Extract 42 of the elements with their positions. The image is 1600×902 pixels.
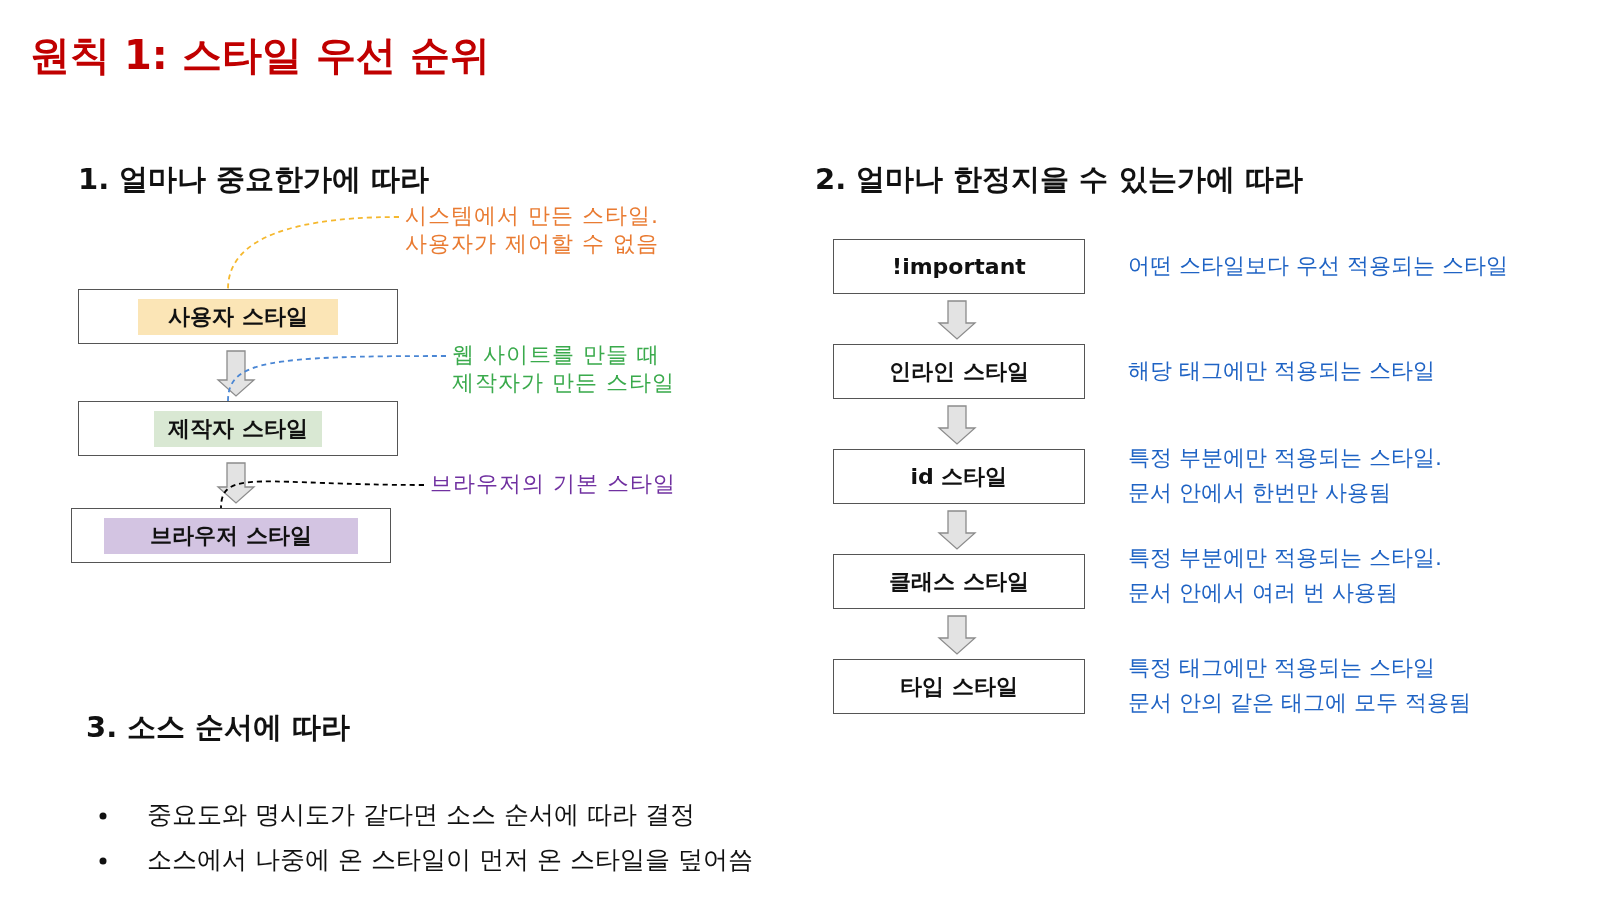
section-heading: 2. 얼마나 한정지을 수 있는가에 따라 — [815, 161, 1303, 198]
style-box — [833, 554, 1085, 609]
style-box — [833, 449, 1085, 504]
style-box — [833, 239, 1085, 294]
box-label: !important — [892, 253, 1026, 281]
description-text: 어떤 스타일보다 우선 적용되는 스타일 — [1128, 252, 1508, 280]
description-text: 특정 부분에만 적용되는 스타일. — [1128, 444, 1442, 472]
section-heading: 1. 얼마나 중요한가에 따라 — [78, 161, 430, 198]
annotation-text: 브라우저의 기본 스타일 — [430, 470, 690, 498]
annotation-text: 시스템에서 만든 스타일. 사용자가 제어할 수 없음 — [405, 202, 675, 258]
highlighted-label: 브라우저 스타일 — [104, 517, 358, 554]
block-arrow — [937, 405, 977, 445]
block-arrow — [937, 300, 977, 340]
description-text: 문서 안의 같은 태그에 모두 적용됨 — [1128, 689, 1471, 717]
description-text: 특정 부분에만 적용되는 스타일. — [1128, 544, 1442, 572]
block-arrow — [937, 615, 977, 655]
leader-line — [227, 355, 447, 402]
style-box — [71, 508, 391, 563]
bullet-text: 중요도와 명시도가 같다면 소스 순서에 따라 결정 — [147, 799, 695, 831]
bullet-text: 소스에서 나중에 온 스타일이 먼저 온 스타일을 덮어씀 — [147, 844, 753, 876]
style-box — [78, 401, 398, 456]
leader-line — [227, 216, 400, 290]
highlighted-label: 사용자 스타일 — [138, 298, 338, 335]
title: 원칙 1: 스타일 우선 순위 — [30, 31, 490, 80]
leader-line — [220, 480, 425, 509]
annotation-text: 웹 사이트를 만들 때 제작자가 만든 스타일 — [452, 341, 682, 397]
style-box — [833, 659, 1085, 714]
block-arrow — [216, 350, 256, 397]
description-text: 특정 태그에만 적용되는 스타일 — [1128, 654, 1435, 682]
description-text: 문서 안에서 한번만 사용됨 — [1128, 479, 1391, 507]
description-text: 문서 안에서 여러 번 사용됨 — [1128, 579, 1398, 607]
description-text: 해당 태그에만 적용되는 스타일 — [1128, 357, 1435, 385]
style-box — [833, 344, 1085, 399]
highlighted-label: 제작자 스타일 — [154, 410, 322, 447]
section-heading: 3. 소스 순서에 따라 — [86, 709, 351, 746]
block-arrow — [216, 462, 256, 504]
box-label: 타입 스타일 — [900, 672, 1018, 701]
box-label: id 스타일 — [910, 462, 1008, 491]
block-arrow — [937, 510, 977, 550]
style-box — [78, 289, 398, 344]
box-label: 인라인 스타일 — [889, 357, 1029, 386]
box-label: 클래스 스타일 — [889, 567, 1029, 596]
